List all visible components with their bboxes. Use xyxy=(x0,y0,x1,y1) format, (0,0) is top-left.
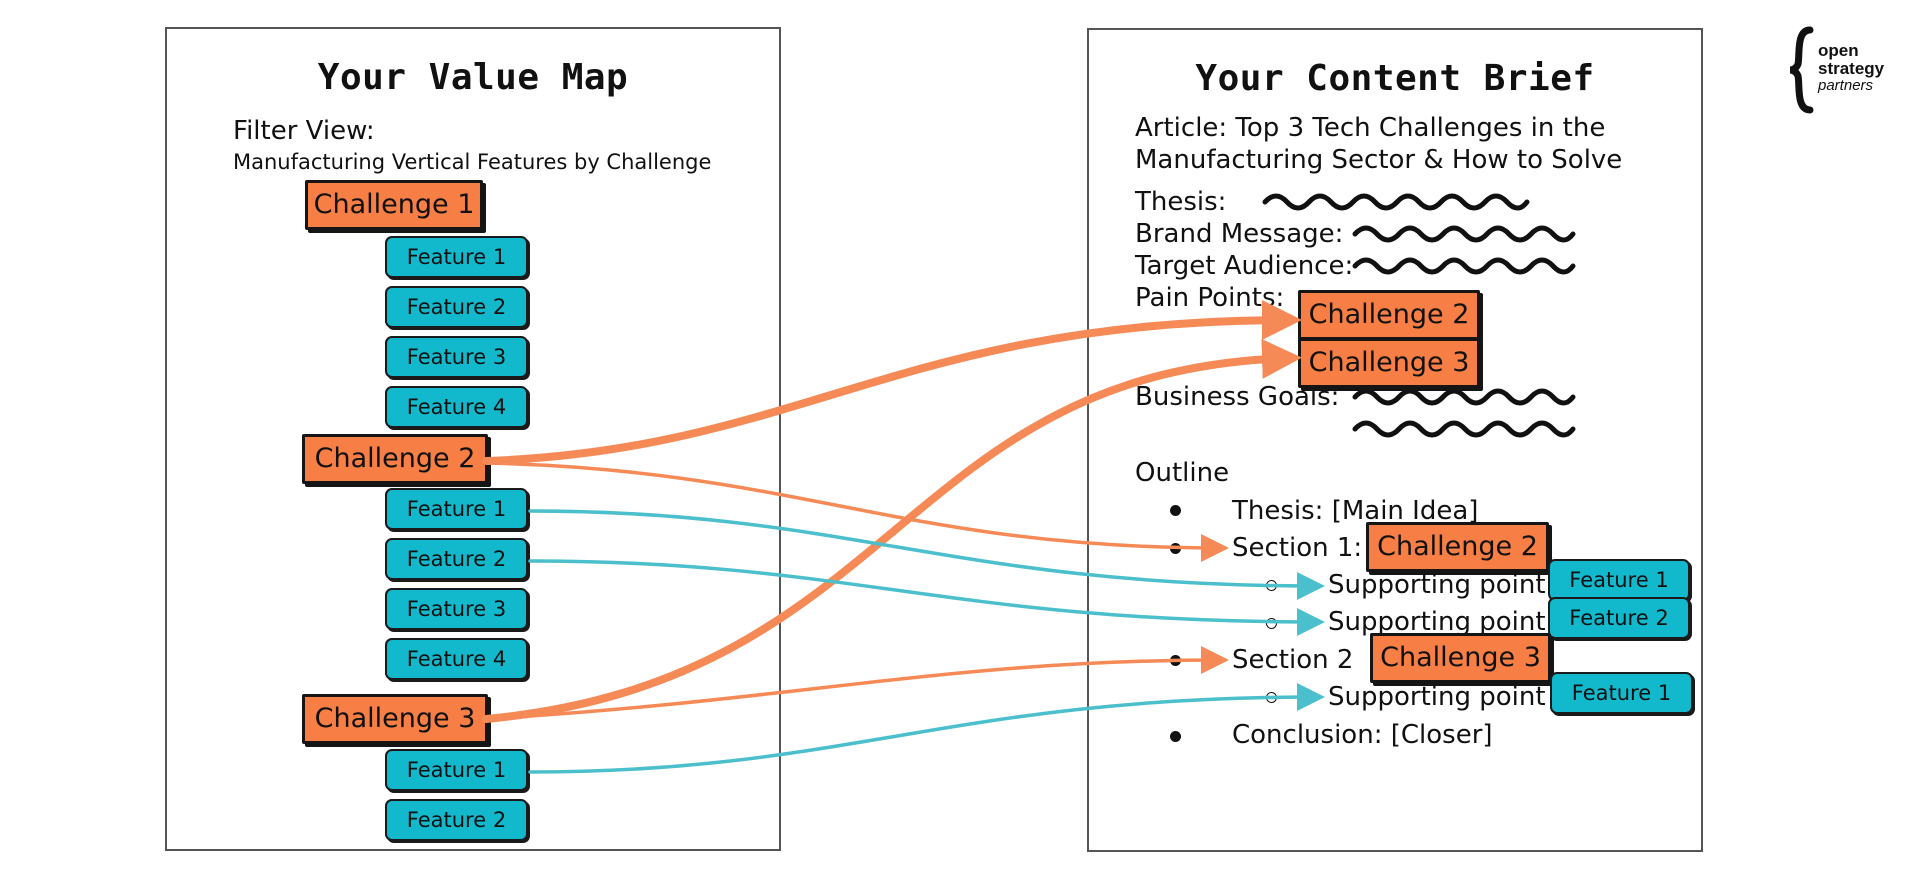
sub-bullet-icon xyxy=(1266,580,1277,591)
pain-points-label: Pain Points: xyxy=(1135,283,1285,313)
bullet-icon xyxy=(1170,655,1181,666)
outline-s1-point-2: Supporting point xyxy=(1328,607,1546,637)
outline-s1-point-1-tag[interactable]: Feature 1 xyxy=(1548,559,1690,601)
outline-conclusion: Conclusion: [Closer] xyxy=(1232,720,1493,750)
sub-bullet-icon xyxy=(1266,692,1277,703)
outline-section-1: Section 1: xyxy=(1232,533,1363,563)
bullet-icon xyxy=(1170,505,1181,516)
vm-challenge-3[interactable]: Challenge 3 xyxy=(302,694,488,744)
vm-challenge-1[interactable]: Challenge 1 xyxy=(305,180,483,230)
vm-c1-feature-1[interactable]: Feature 1 xyxy=(385,236,528,278)
logo-line-3: partners xyxy=(1818,77,1874,94)
bullet-icon xyxy=(1170,543,1181,554)
target-audience-label: Target Audience: xyxy=(1135,251,1354,281)
content-brief-title: Your Content Brief xyxy=(1195,58,1595,99)
brace-logo-icon xyxy=(1789,26,1814,114)
thesis-label: Thesis: xyxy=(1135,187,1227,217)
vm-challenge-2[interactable]: Challenge 2 xyxy=(302,434,488,484)
logo-line-1: open xyxy=(1818,41,1859,60)
outline-section-2-tag[interactable]: Challenge 3 xyxy=(1370,633,1551,683)
filter-view-label: Filter View: xyxy=(233,116,375,146)
vm-c3-feature-2[interactable]: Feature 2 xyxy=(385,799,528,841)
squiggle-goals-2 xyxy=(1352,420,1576,438)
brief-pain-point-challenge-3[interactable]: Challenge 3 xyxy=(1298,338,1480,388)
squiggle-thesis xyxy=(1262,193,1530,211)
squiggle-brand xyxy=(1352,225,1576,243)
outline-s1-point-1: Supporting point xyxy=(1328,570,1546,600)
outline-s2-point-1-tag[interactable]: Feature 1 xyxy=(1550,672,1693,714)
open-strategy-partners-logo: open strategy partners xyxy=(1786,26,1896,114)
article-line-2: Manufacturing Sector & How to Solve xyxy=(1135,145,1623,175)
sub-bullet-icon xyxy=(1266,618,1277,629)
outline-section-2: Section 2 xyxy=(1232,645,1354,675)
outline-title: Outline xyxy=(1135,458,1230,488)
value-map-title: Your Value Map xyxy=(317,57,629,98)
article-line-1: Article: Top 3 Tech Challenges in the xyxy=(1135,113,1606,143)
filter-view-value: Manufacturing Vertical Features by Chall… xyxy=(233,150,712,174)
brief-pain-point-challenge-2[interactable]: Challenge 2 xyxy=(1298,290,1480,340)
outline-s1-point-2-tag[interactable]: Feature 2 xyxy=(1548,597,1690,639)
squiggle-goals-1 xyxy=(1352,388,1576,406)
vm-c3-feature-1[interactable]: Feature 1 xyxy=(385,749,528,791)
brand-message-label: Brand Message: xyxy=(1135,219,1344,249)
outline-section-1-tag[interactable]: Challenge 2 xyxy=(1366,522,1549,572)
logo-line-2: strategy xyxy=(1818,59,1885,78)
squiggle-audience xyxy=(1352,257,1576,275)
bullet-icon xyxy=(1170,731,1181,742)
outline-s2-point-1: Supporting point xyxy=(1328,682,1546,712)
